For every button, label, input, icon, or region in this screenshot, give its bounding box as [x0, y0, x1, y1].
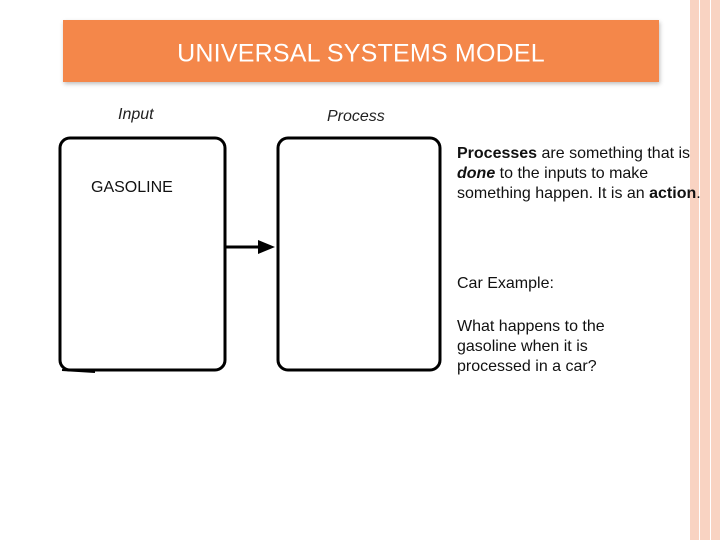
emphasis-done: done: [457, 165, 496, 182]
border-stripe: [710, 0, 711, 540]
decorative-right-border: [690, 0, 720, 540]
process-header: Process: [327, 108, 385, 125]
definition-text: to the inputs to make something happen. …: [457, 165, 650, 202]
definition-text: are something that is: [537, 145, 691, 162]
input-content: GASOLINE: [91, 179, 173, 196]
term-action: action: [649, 185, 697, 202]
title-banner: UNIVERSAL SYSTEMS MODEL: [63, 20, 659, 82]
car-example-question: What happens to the gasoline when it is …: [457, 318, 605, 375]
term-processes: Processes: [457, 145, 538, 162]
process-definition: Processes are something that is done to …: [457, 144, 707, 204]
definition-text: .: [696, 185, 701, 202]
input-box: [58, 136, 227, 372]
process-box: [276, 136, 442, 372]
input-header: Input: [118, 106, 154, 123]
slide-title: UNIVERSAL SYSTEMS MODEL: [177, 39, 545, 68]
right-arrow-icon: [225, 240, 275, 254]
input-box-edge: [61, 369, 96, 373]
border-stripe: [699, 0, 700, 540]
car-example-label: Car Example:: [457, 275, 554, 292]
